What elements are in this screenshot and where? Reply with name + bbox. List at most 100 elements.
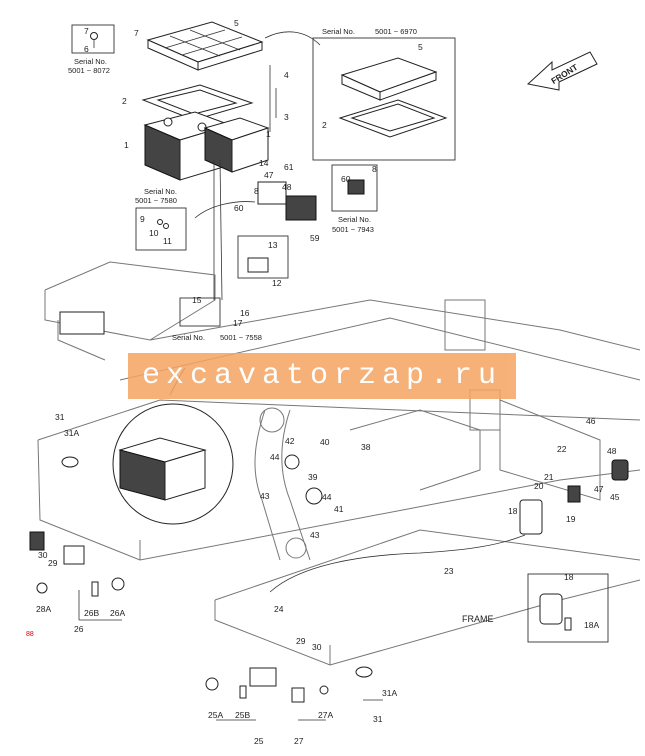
serial-range-7580: 5001 ~ 7580: [135, 196, 177, 205]
wire-harness: [269, 534, 526, 593]
bulb-26B: [91, 581, 99, 597]
callout-18-2: 18: [564, 572, 574, 582]
callout-1-2: 1: [266, 129, 271, 139]
callout-31a: 31A: [64, 428, 79, 438]
callout-44-2: 44: [322, 492, 332, 502]
serial-box-7943-inset: [331, 164, 378, 212]
work-lamp-26: [63, 545, 85, 565]
battery-cover-front: [197, 41, 263, 71]
serial-range-8072: 5001 ~ 8072: [68, 66, 110, 75]
callout-5: 5: [234, 18, 239, 28]
callout-25: 25: [254, 736, 264, 746]
callout-26b: 26B: [84, 608, 99, 618]
bulb-27A: [319, 685, 329, 695]
callout-38: 38: [361, 442, 371, 452]
callout-18a: 18A: [584, 620, 599, 630]
lamp-27: [291, 687, 305, 703]
callout-21: 21: [544, 472, 554, 482]
callout-18: 18: [508, 506, 518, 516]
callout-60: 60: [234, 203, 244, 213]
pulley-39: [305, 487, 323, 505]
work-lamp-25: [249, 667, 277, 687]
serial-range-7943: 5001 ~ 7943: [332, 225, 374, 234]
callout-41: 41: [334, 504, 344, 514]
callout-11: 11: [163, 236, 172, 246]
callout-17: 17: [233, 318, 243, 328]
frame-label: FRAME: [462, 614, 494, 624]
boom-bracket-structure: [254, 299, 601, 561]
callout-4: 4: [284, 70, 289, 80]
callout-47: 47: [264, 170, 274, 180]
callout-19: 19: [566, 514, 576, 524]
bulb-25A: [205, 677, 219, 691]
callout-23: 23: [444, 566, 454, 576]
front-direction-arrow: [526, 51, 598, 91]
relay-cover: [285, 195, 317, 221]
serial-title-7580: Serial No.: [144, 187, 177, 196]
battery-right: [203, 117, 270, 173]
callout-24: 24: [274, 604, 284, 614]
bulb-26A: [111, 577, 125, 591]
callout-31-2: 31: [373, 714, 383, 724]
callout-46: 46: [586, 416, 596, 426]
serial-range-7558: 5001 ~ 7558: [220, 333, 262, 342]
main-frame-outline: [37, 399, 641, 666]
callout-8-2: 8: [372, 164, 377, 174]
callout-2-2: 2: [322, 120, 327, 130]
callout-1: 1: [124, 140, 129, 150]
callout-16: 16: [240, 308, 250, 318]
callout-8: 8: [254, 186, 259, 196]
bulb-28A: [36, 582, 48, 594]
serial-title-7558: Serial No.: [172, 333, 205, 342]
callout-43: 43: [260, 491, 270, 501]
callout-12: 12: [272, 278, 282, 288]
callout-30-2: 30: [312, 642, 322, 652]
callout-20: 20: [534, 481, 544, 491]
callout-59: 59: [310, 233, 320, 243]
relay-21: [567, 485, 581, 503]
callout-27a: 27A: [318, 710, 333, 720]
watermark-text: excavatorzap.ru: [141, 359, 503, 393]
callout-29: 29: [48, 558, 58, 568]
callout-27: 27: [294, 736, 304, 746]
callout-3: 3: [284, 112, 289, 122]
horn-unit: [519, 499, 543, 535]
serial-box-8072-inset: [71, 24, 115, 54]
callout-48: 48: [282, 182, 292, 192]
serial-box-7580-inset: [135, 207, 187, 251]
work-lamp-27: [29, 531, 45, 551]
callout-7: 7: [84, 26, 89, 36]
serial-box-6970-inset: [312, 37, 456, 161]
upper-tool-box: [59, 311, 105, 335]
callout-28a: 28A: [36, 604, 51, 614]
serial-title-8072: Serial No.: [74, 57, 107, 66]
callout-7-2: 7: [134, 28, 139, 38]
callout-29-2: 29: [296, 636, 306, 646]
bulb-25B: [239, 685, 247, 699]
battery-cover-assembly: [141, 21, 264, 121]
callout-43-2: 43: [310, 530, 320, 540]
callout-25a: 25A: [208, 710, 223, 720]
callout-13: 13: [268, 240, 278, 250]
battery-holder-inner: [156, 89, 238, 115]
serial-box-7558-inset: [179, 297, 221, 327]
horn-45: [611, 459, 629, 481]
lens-31-bottom: [355, 666, 373, 678]
callout-14: 14: [259, 158, 269, 168]
callout-9: 9: [140, 214, 145, 224]
callout-31a-2: 31A: [382, 688, 397, 698]
callout-47-2: 47: [594, 484, 604, 494]
callout-5-2: 5: [418, 42, 423, 52]
callout-60-2: 60: [341, 174, 351, 184]
callout-26: 26: [74, 624, 84, 634]
callout-45: 45: [610, 492, 620, 502]
lens-31: [61, 456, 79, 468]
callout-10: 10: [149, 228, 159, 238]
serial-title-7943: Serial No.: [338, 215, 371, 224]
callout-42: 42: [285, 436, 295, 446]
callout-40: 40: [320, 437, 330, 447]
callout-6: 6: [84, 44, 89, 54]
callout-2: 2: [122, 96, 127, 106]
